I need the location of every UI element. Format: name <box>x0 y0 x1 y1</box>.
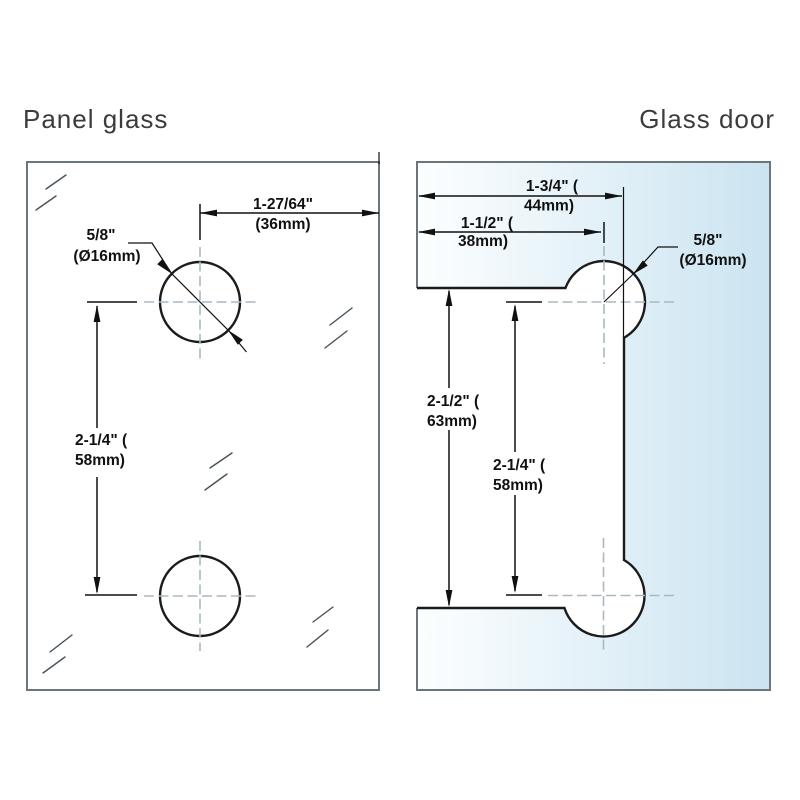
door-cutout-dim-inches: 2-1/2" ( <box>427 393 480 410</box>
glass-door-title: Glass door <box>639 104 775 134</box>
panel-glass-drawing: 1-27/64" (36mm) 2-1/4" ( 58mm) 5/8" (Ø16… <box>26 152 380 691</box>
door-offset-dim-inches: 1-1/2" ( <box>461 215 514 232</box>
panel-hole-dim-inches: 5/8" <box>87 227 116 244</box>
panel-width-dimension: 1-27/64" (36mm) <box>199 196 379 240</box>
panel-hole-diameter-callout: 5/8" (Ø16mm) <box>73 227 247 353</box>
panel-hole-spacing-dimension: 2-1/4" ( 58mm) <box>75 301 137 596</box>
door-hole-diameter-callout: 5/8" (Ø16mm) <box>603 232 747 303</box>
glass-door-sheet <box>417 162 770 690</box>
panel-spacing-dim-mm: 58mm) <box>75 452 125 469</box>
door-hole-dim-mm: (Ø16mm) <box>679 252 746 269</box>
panel-glass-hatch-symbols <box>35 174 353 674</box>
panel-width-dim-mm: (36mm) <box>255 216 310 233</box>
panel-hole-dim-mm: (Ø16mm) <box>73 248 140 265</box>
door-spacing-dim-mm: 58mm) <box>493 477 543 494</box>
door-cutout-depth-dimension: 1-3/4" ( 44mm) <box>418 178 625 338</box>
door-centerlines <box>548 246 676 652</box>
door-hole-spacing-dimension: 2-1/4" ( 58mm) <box>493 301 546 596</box>
panel-centerlines <box>144 247 257 651</box>
door-depth-dim-mm: 44mm) <box>524 198 574 215</box>
panel-width-dim-inches: 1-27/64" <box>253 196 313 213</box>
panel-spacing-dim-inches: 2-1/4" ( <box>75 432 128 449</box>
door-offset-dim-mm: 38mm) <box>458 233 508 250</box>
door-hole-offset-dimension: 1-1/2" ( 38mm) <box>418 215 605 250</box>
panel-hole-bottom <box>158 554 242 638</box>
door-depth-dim-inches: 1-3/4" ( <box>526 178 579 195</box>
glass-door-outer-edges <box>416 161 771 691</box>
door-cutout-height-dimension: 2-1/2" ( 63mm) <box>427 289 480 607</box>
door-spacing-dim-inches: 2-1/4" ( <box>493 457 546 474</box>
panel-glass-sheet <box>26 161 380 691</box>
glass-door-drawing: 1-3/4" ( 44mm) 1-1/2" ( 38mm) 2-1/2" ( 6… <box>416 161 771 691</box>
panel-glass-title: Panel glass <box>23 104 168 134</box>
door-cutout-dim-mm: 63mm) <box>427 413 477 430</box>
door-hole-dim-inches: 5/8" <box>694 232 723 249</box>
glass-door-hinge-cutout <box>417 259 647 638</box>
